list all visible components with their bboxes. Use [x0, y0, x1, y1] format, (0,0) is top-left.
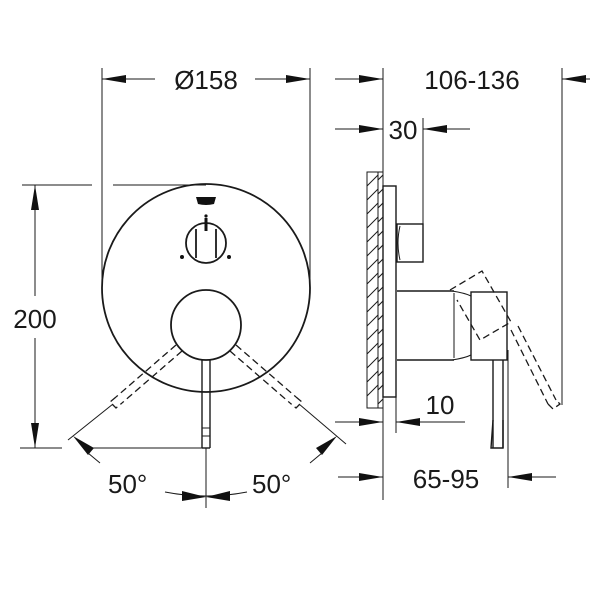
- arrow-up-icon: [31, 185, 39, 210]
- arrow-left-icon: [396, 418, 420, 426]
- arrow-right-icon: [359, 75, 383, 83]
- handle-left-position: [67, 344, 183, 441]
- arrow-right-icon: [286, 75, 310, 83]
- arrow-right-icon: [359, 125, 383, 133]
- handle-lever: [201, 360, 211, 508]
- plate-thickness-dimension: 10: [335, 390, 465, 426]
- total-projection-dimension: 106-136: [335, 65, 590, 95]
- angle-arrow-right-icon: [316, 436, 337, 455]
- height-dimension: 200: [13, 184, 206, 449]
- height-label: 200: [13, 304, 56, 334]
- diverter-projection-dimension: 30: [335, 115, 470, 145]
- diverter-knob: [180, 214, 231, 264]
- left-angle-label: 50°: [108, 469, 147, 499]
- right-angle-label: 50°: [252, 469, 291, 499]
- rosette-plate: [101, 183, 311, 393]
- plate-thickness-label: 10: [426, 390, 455, 420]
- handle-right-position: [229, 344, 347, 445]
- arrow-left-icon: [562, 75, 586, 83]
- diameter-label: Ø158: [174, 65, 238, 95]
- wall-section: [366, 171, 384, 409]
- side-view: 106-136 30 10 65-95: [335, 65, 590, 500]
- arrow-left-icon: [102, 75, 126, 83]
- handle-rotated-side: [449, 270, 562, 410]
- diverter-indicator-icon: [196, 197, 216, 205]
- angle-arrow-center-right-icon: [206, 491, 230, 501]
- arrow-right-icon: [359, 473, 383, 481]
- arrow-right-icon: [359, 418, 383, 426]
- total-projection-label: 106-136: [424, 65, 519, 95]
- cover-plate-side: [382, 185, 397, 398]
- angle-arrow-left-icon: [73, 436, 94, 455]
- handle-hub: [170, 289, 242, 361]
- handle-projection-label: 65-95: [413, 464, 480, 494]
- angle-arrow-center-left-icon: [182, 491, 206, 501]
- arrow-down-icon: [31, 423, 39, 448]
- angle-dimension: 50° 50°: [73, 436, 337, 501]
- arrow-left-icon: [423, 125, 447, 133]
- handle-body-side: [397, 290, 508, 449]
- front-view: Ø158 200: [13, 65, 347, 508]
- diameter-dimension: Ø158: [101, 65, 311, 290]
- handle-projection-dimension: 65-95: [338, 464, 556, 494]
- arrow-left-icon: [508, 473, 532, 481]
- diverter-knob-side: [396, 223, 424, 263]
- diverter-projection-label: 30: [389, 115, 418, 145]
